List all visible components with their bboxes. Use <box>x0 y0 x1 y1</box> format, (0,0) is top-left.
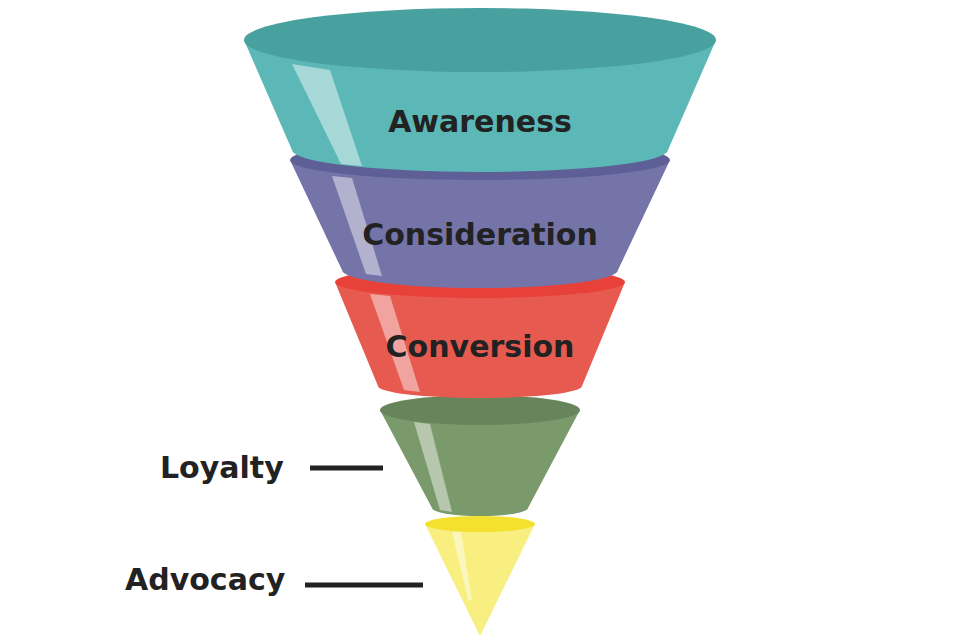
band-highlight <box>292 64 362 166</box>
band-highlight <box>414 422 452 512</box>
band-rim <box>425 516 535 532</box>
awareness-band: Awareness <box>236 4 724 176</box>
stage-label: Awareness <box>236 104 724 140</box>
leader-line <box>305 583 423 588</box>
band-body <box>425 524 535 636</box>
band-highlight <box>452 532 472 600</box>
awareness-band-shape <box>236 4 724 176</box>
band-rim <box>335 266 625 298</box>
stage-label: Conversion <box>331 329 629 365</box>
stage-label: Advocacy <box>125 562 285 598</box>
stage-label: Loyalty <box>160 450 284 486</box>
band-body <box>380 410 580 516</box>
band-rim <box>380 395 580 425</box>
stage-label: Consideration <box>286 217 674 253</box>
advocacy-cone: Advocacy <box>120 514 590 640</box>
loyalty-cup: Loyalty <box>120 393 590 519</box>
band-rim <box>290 140 670 180</box>
band-rim <box>244 8 716 72</box>
leader-line <box>310 466 383 471</box>
